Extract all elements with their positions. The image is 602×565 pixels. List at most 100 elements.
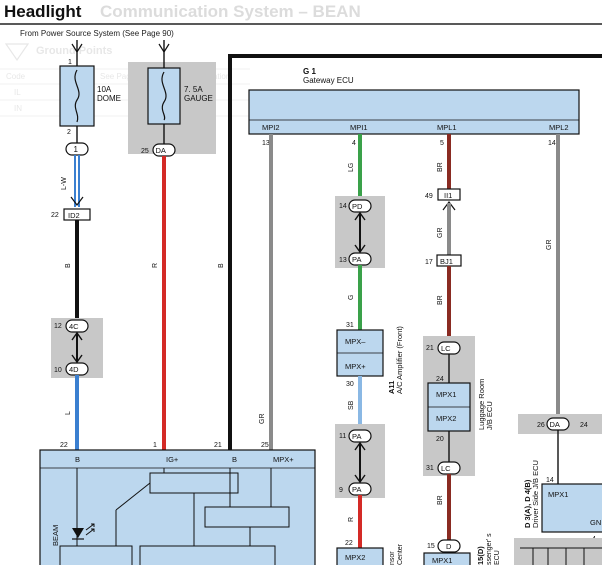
driver-ecu-terminal: MPX1	[548, 490, 568, 499]
amp-terminal-mpx-minus: MPX–	[345, 337, 366, 346]
gauge-fuse-name: GAUGE	[184, 94, 213, 103]
fuse-icon	[161, 71, 167, 121]
connector-d-bottom	[437, 539, 461, 553]
da-right-label: DA	[550, 420, 560, 429]
ii1-pin: 49	[425, 193, 433, 200]
bottom-right-partial1: ssenger' s	[486, 533, 493, 565]
jb-name-line2: J/B ECU	[485, 401, 494, 430]
gauge-fuse-rating: 7. 5A	[184, 85, 203, 94]
d-bottom-label: D	[446, 542, 452, 551]
power-source-note: From Power Source System (See Page 90)	[20, 29, 174, 38]
pa-bot-label: PA	[352, 485, 361, 494]
mpl1-column: BR 49 II1 GR 17 BJ1 BR 21 LC 24 MPX1 MPX…	[423, 134, 501, 565]
pa-top-pin: 13	[339, 257, 347, 264]
gauge-pin: 25	[141, 148, 149, 155]
amp-pin-bottom: 30	[346, 381, 354, 388]
bottom-ecu-terminal-b1: B	[75, 455, 80, 464]
bottom-ecu-terminal-mpx: MPX+	[273, 455, 294, 464]
driver-ecu-name: Driver Side J/B ECU	[531, 460, 540, 528]
dome-fuse-name: DOME	[97, 94, 121, 103]
chevron-down-icon	[70, 196, 84, 206]
d-bottom-pin: 15	[427, 543, 435, 550]
id2-label: ID2	[68, 211, 80, 220]
ghost-col1: Code	[6, 72, 26, 81]
da-right-right-pin: 24	[580, 422, 588, 429]
mpi1-column: LG 14 PD 13 PA G 31 MPX– MPX+ 30 A11 A/C…	[335, 134, 404, 565]
led-icon	[72, 528, 84, 538]
arrow-down-icon	[71, 43, 83, 54]
ghost-heading: Ground Points	[36, 45, 112, 57]
gateway-terminal-mpl2: MPL2	[549, 123, 569, 132]
amp-terminal-mpx-plus: MPX+	[345, 362, 366, 371]
ghost-triangle-icon	[4, 43, 30, 62]
gauge-connector-label: DA	[156, 146, 166, 155]
bottom-mid-partial1: nsor	[389, 551, 396, 565]
bottom-right-partial2: ECU	[494, 550, 501, 565]
driver-ecu-terminal2: GN	[590, 518, 601, 527]
dome-top-pin: 1	[68, 59, 72, 66]
ghost-col2: See Page	[100, 72, 136, 81]
pd-pin: 14	[339, 203, 347, 210]
ground-loop: B	[218, 54, 602, 450]
mpl2-column: GR 26 DA 24 D 3(A), D 4(B) Driver Side J…	[514, 134, 602, 565]
bottom-mid-pin: 22	[345, 540, 353, 547]
c4d-label: 4D	[69, 365, 79, 374]
bottom-ecu: 22 1 21 25 B IG+ B MPX+ BEAM	[39, 442, 316, 565]
c4c-pin: 12	[54, 323, 62, 330]
shaded-driver-bottom	[514, 538, 602, 565]
jb-pin-bottom: 20	[436, 436, 444, 443]
ghost-row1: IL	[14, 88, 21, 97]
dome-fuse-group: 1 10A DOME 2 1 L-W 22 ID2 B 12 4C 10 4D	[51, 40, 121, 450]
jb-terminal-mpx2: MPX2	[436, 414, 456, 423]
bottom-mid-box	[336, 547, 384, 565]
bottom-ecu-pin-21: 21	[214, 442, 222, 449]
wire-br-label-bottom: BR	[437, 495, 444, 505]
bj1-pin: 17	[425, 259, 433, 266]
bottom-mid-terminal: MPX2	[345, 553, 365, 562]
c4c-label: 4C	[69, 322, 79, 331]
wire-r-label-mid: R	[348, 517, 355, 522]
driver-ecu-pin: 14	[546, 477, 554, 484]
gateway-pin-14: 14	[548, 140, 556, 147]
wire-sb-label: SB	[348, 400, 355, 410]
bottom-ecu-pin-1: 1	[153, 442, 157, 449]
connector-ii1	[437, 188, 461, 201]
bottom-right-terminal: MPX1	[432, 556, 452, 565]
bottom-ecu-pin-22: 22	[60, 442, 68, 449]
driver-ecu-box	[541, 483, 602, 533]
jb-pin-top: 24	[436, 376, 444, 383]
id2-pin: 22	[51, 212, 59, 219]
wire-gr-label-left: GR	[259, 414, 266, 425]
chevron-up-icon	[442, 201, 456, 211]
gateway-code: G 1	[303, 67, 316, 76]
dome-bottom-pin: 2	[67, 129, 71, 136]
gateway-pin-5: 5	[440, 140, 444, 147]
wire-br-label-top: BR	[437, 162, 444, 172]
wire-br-label-mid: BR	[437, 295, 444, 305]
pa-mid-pin: 11	[339, 433, 346, 440]
background-ghost-title: Communication System – BEAN	[100, 2, 361, 21]
wire-gr-left: GR	[259, 134, 273, 450]
bottom-ecu-terminal-b2: B	[232, 455, 237, 464]
c4d-pin: 10	[54, 367, 62, 374]
ghost-row2: IN	[14, 104, 22, 113]
ii1-label: II1	[444, 191, 452, 200]
gateway-ecu: G 1 Gateway ECU MPI2 MPI1 MPL1 MPL2 13 4…	[248, 67, 580, 147]
lc-top-label: LC	[441, 344, 451, 353]
bottom-ecu-terminal-ig: IG+	[166, 455, 179, 464]
amp-pin-top: 31	[346, 322, 354, 329]
gateway-terminal-mpl1: MPL1	[437, 123, 457, 132]
connector-1-label: 1	[74, 145, 79, 154]
pa-top-label: PA	[352, 255, 361, 264]
gateway-terminal-mpi2: MPI2	[262, 123, 280, 132]
page-title: Headlight	[4, 2, 82, 21]
pd-label: PD	[352, 202, 363, 211]
fuse-icon	[74, 69, 80, 123]
pa-mid-label: PA	[352, 432, 361, 441]
arrow-down-icon	[158, 43, 170, 54]
wire-b-label-left: B	[65, 263, 72, 268]
wire-lw-label: L-W	[61, 177, 68, 190]
da-right-left-pin: 26	[537, 422, 545, 429]
pa-bot-pin: 9	[339, 487, 343, 494]
wire-r-label-gauge: R	[152, 263, 159, 268]
